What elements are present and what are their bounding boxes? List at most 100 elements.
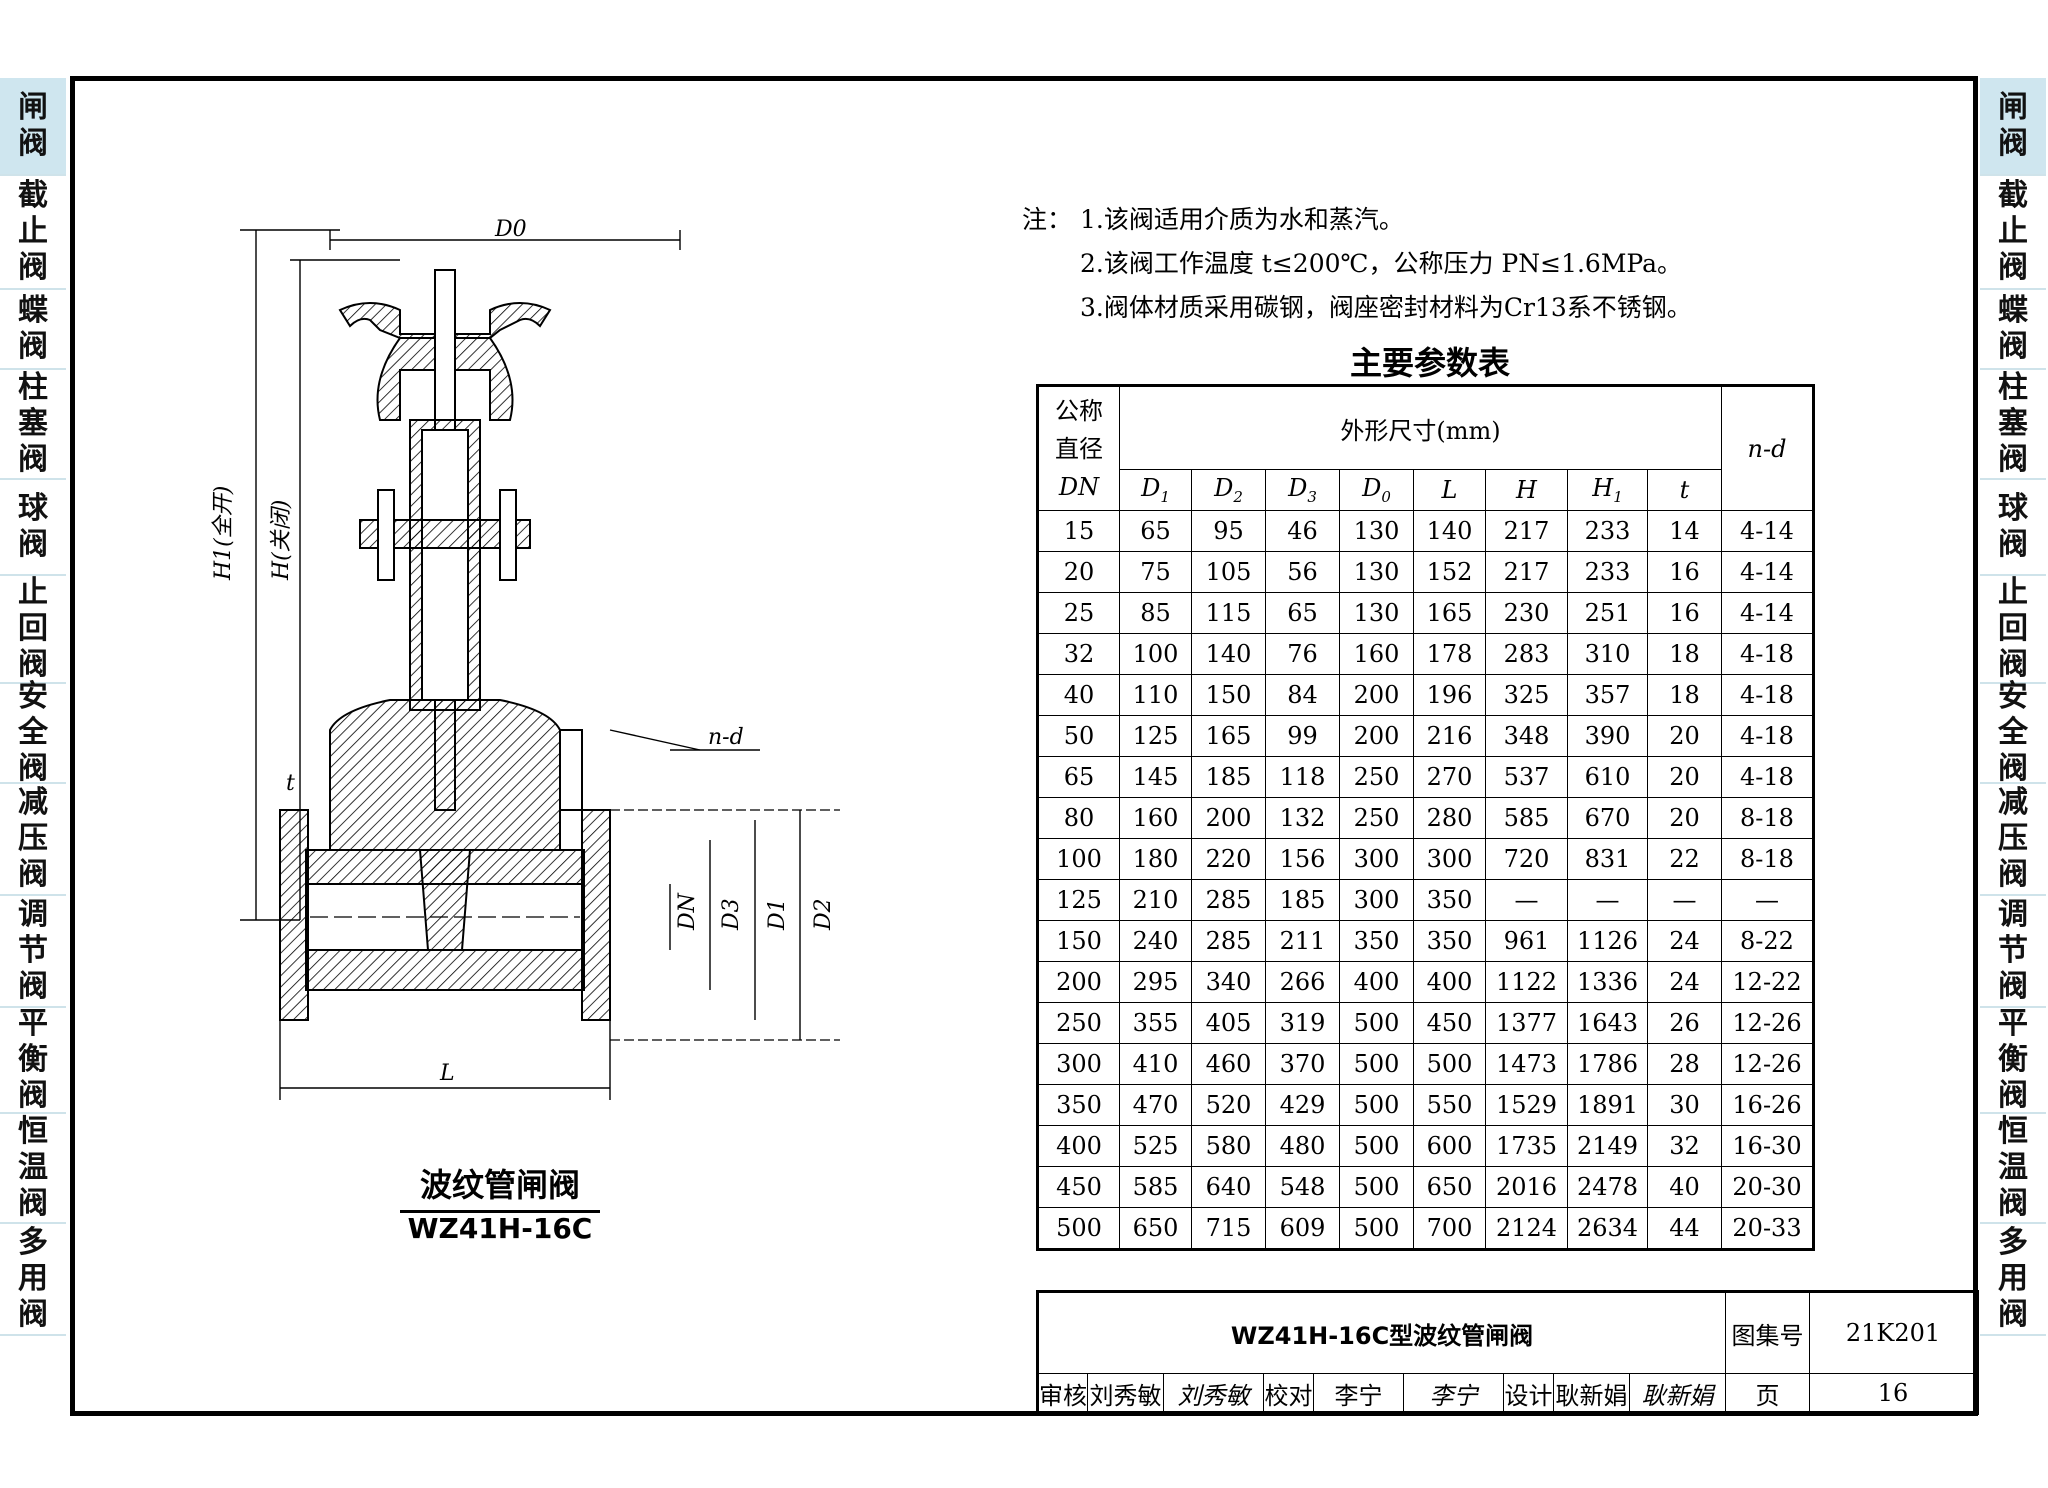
side-tab-2[interactable]: 蝶阀 bbox=[0, 290, 66, 370]
table-cell: 4-14 bbox=[1721, 592, 1814, 634]
side-tab-2[interactable]: 蝶阀 bbox=[1980, 290, 2046, 370]
side-tab-11[interactable]: 多用阀 bbox=[1980, 1224, 2046, 1336]
side-tab-9[interactable]: 平衡阀 bbox=[1980, 1006, 2046, 1114]
table-cell: 16 bbox=[1647, 592, 1722, 634]
side-tab-7[interactable]: 减压阀 bbox=[1980, 784, 2046, 896]
table-cell: 110 bbox=[1119, 674, 1192, 716]
atlas-label: 图集号 bbox=[1725, 1291, 1811, 1374]
table-cell: 24 bbox=[1647, 920, 1722, 962]
table-cell: 600 bbox=[1413, 1125, 1486, 1167]
side-tab-5[interactable]: 止回阀 bbox=[1980, 575, 2046, 684]
table-cell: 20-30 bbox=[1721, 1166, 1814, 1208]
label-L: L bbox=[439, 1061, 455, 1086]
table-cell: 211 bbox=[1265, 920, 1340, 962]
side-tab-3[interactable]: 柱塞阀 bbox=[0, 370, 66, 480]
handwheel bbox=[338, 302, 552, 339]
dimension-header: 外形尺寸(mm) bbox=[1119, 385, 1722, 470]
table-cell: 150 bbox=[1191, 674, 1266, 716]
table-cell: 4-18 bbox=[1721, 715, 1814, 757]
table-cell: 105 bbox=[1191, 551, 1266, 593]
table-cell: 405 bbox=[1191, 1002, 1266, 1044]
table-cell: 500 bbox=[1339, 1084, 1414, 1126]
table-cell: 4-18 bbox=[1721, 756, 1814, 798]
table-cell: 500 bbox=[1339, 1125, 1414, 1167]
table-cell: 12-26 bbox=[1721, 1043, 1814, 1085]
table-cell: 400 bbox=[1339, 961, 1414, 1003]
side-tab-1[interactable]: 截止阀 bbox=[0, 176, 66, 290]
side-tab-8[interactable]: 调节阀 bbox=[0, 896, 66, 1008]
side-tab-10[interactable]: 恒温阀 bbox=[0, 1114, 66, 1224]
side-tab-11[interactable]: 多用阀 bbox=[0, 1224, 66, 1336]
table-title: 主要参数表 bbox=[1349, 344, 1510, 382]
table-cell: 285 bbox=[1191, 879, 1266, 921]
side-tab-1[interactable]: 截止阀 bbox=[1980, 176, 2046, 290]
table-cell: 450 bbox=[1037, 1166, 1120, 1208]
table-cell: 65 bbox=[1119, 510, 1192, 552]
table-cell: 410 bbox=[1119, 1043, 1192, 1085]
table-cell: 185 bbox=[1191, 756, 1266, 798]
table-cell: 283 bbox=[1485, 633, 1568, 675]
gate-wedge bbox=[418, 849, 472, 951]
bolt-right bbox=[499, 489, 517, 581]
table-cell: 44 bbox=[1647, 1207, 1722, 1250]
side-tab-0[interactable]: 闸阀 bbox=[0, 78, 66, 176]
table-cell: 270 bbox=[1413, 756, 1486, 798]
table-cell: 831 bbox=[1567, 838, 1648, 880]
designer-name: 耿新娟 bbox=[1553, 1373, 1630, 1414]
table-cell: 348 bbox=[1485, 715, 1568, 757]
table-cell: 30 bbox=[1647, 1084, 1722, 1126]
table-cell: 65 bbox=[1265, 592, 1340, 634]
table-cell: 250 bbox=[1339, 756, 1414, 798]
table-cell: 130 bbox=[1339, 592, 1414, 634]
side-tab-9[interactable]: 平衡阀 bbox=[0, 1006, 66, 1114]
body-bolt bbox=[559, 729, 583, 811]
table-cell: 357 bbox=[1567, 674, 1648, 716]
table-cell: 140 bbox=[1191, 633, 1266, 675]
table-cell: 210 bbox=[1119, 879, 1192, 921]
side-tab-4[interactable]: 球阀 bbox=[0, 480, 66, 576]
table-cell: 16-30 bbox=[1721, 1125, 1814, 1167]
table-cell: 720 bbox=[1485, 838, 1568, 880]
table-cell: 178 bbox=[1413, 633, 1486, 675]
table-cell: 350 bbox=[1413, 879, 1486, 921]
dn-header-line-1: 公称 bbox=[1055, 396, 1103, 425]
label-H: H(关闭) bbox=[269, 500, 294, 581]
table-cell: 8-18 bbox=[1721, 838, 1814, 880]
flange-right bbox=[581, 809, 611, 1021]
table-cell: 32 bbox=[1647, 1125, 1722, 1167]
table-cell: 350 bbox=[1037, 1084, 1120, 1126]
table-cell: 200 bbox=[1037, 961, 1120, 1003]
table-cell: 46 bbox=[1265, 510, 1340, 552]
side-tab-5[interactable]: 止回阀 bbox=[0, 575, 66, 684]
dn-header-line-3: DN bbox=[1058, 472, 1100, 501]
valve-body bbox=[329, 699, 561, 851]
side-tab-8[interactable]: 调节阀 bbox=[1980, 896, 2046, 1008]
side-tab-10[interactable]: 恒温阀 bbox=[1980, 1114, 2046, 1224]
table-cell: 1643 bbox=[1567, 1002, 1648, 1044]
table-cell: 156 bbox=[1265, 838, 1340, 880]
side-tab-6[interactable]: 安全阀 bbox=[0, 679, 66, 786]
title-block-title: WZ41H-16C型波纹管闸阀 bbox=[1036, 1291, 1727, 1374]
side-tab-7[interactable]: 减压阀 bbox=[0, 784, 66, 896]
side-tab-6[interactable]: 安全阀 bbox=[1980, 679, 2046, 786]
table-cell: 500 bbox=[1339, 1207, 1414, 1250]
table-cell: 500 bbox=[1339, 1002, 1414, 1044]
table-cell: 715 bbox=[1191, 1207, 1266, 1250]
side-tab-4[interactable]: 球阀 bbox=[1980, 480, 2046, 576]
reviewer-signature: 刘秀敏 bbox=[1163, 1373, 1264, 1414]
label-D0: D0 bbox=[494, 217, 527, 242]
dn-header-line-2: 直径 bbox=[1055, 434, 1103, 463]
side-tab-3[interactable]: 柱塞阀 bbox=[1980, 370, 2046, 480]
table-cell: 390 bbox=[1567, 715, 1648, 757]
side-tab-0[interactable]: 闸阀 bbox=[1980, 78, 2046, 176]
table-cell: 8-22 bbox=[1721, 920, 1814, 962]
table-cell: 14 bbox=[1647, 510, 1722, 552]
table-cell: 1336 bbox=[1567, 961, 1648, 1003]
col-header-D1: D1 bbox=[1119, 469, 1192, 511]
table-cell: 65 bbox=[1037, 756, 1120, 798]
table-cell: 32 bbox=[1037, 633, 1120, 675]
